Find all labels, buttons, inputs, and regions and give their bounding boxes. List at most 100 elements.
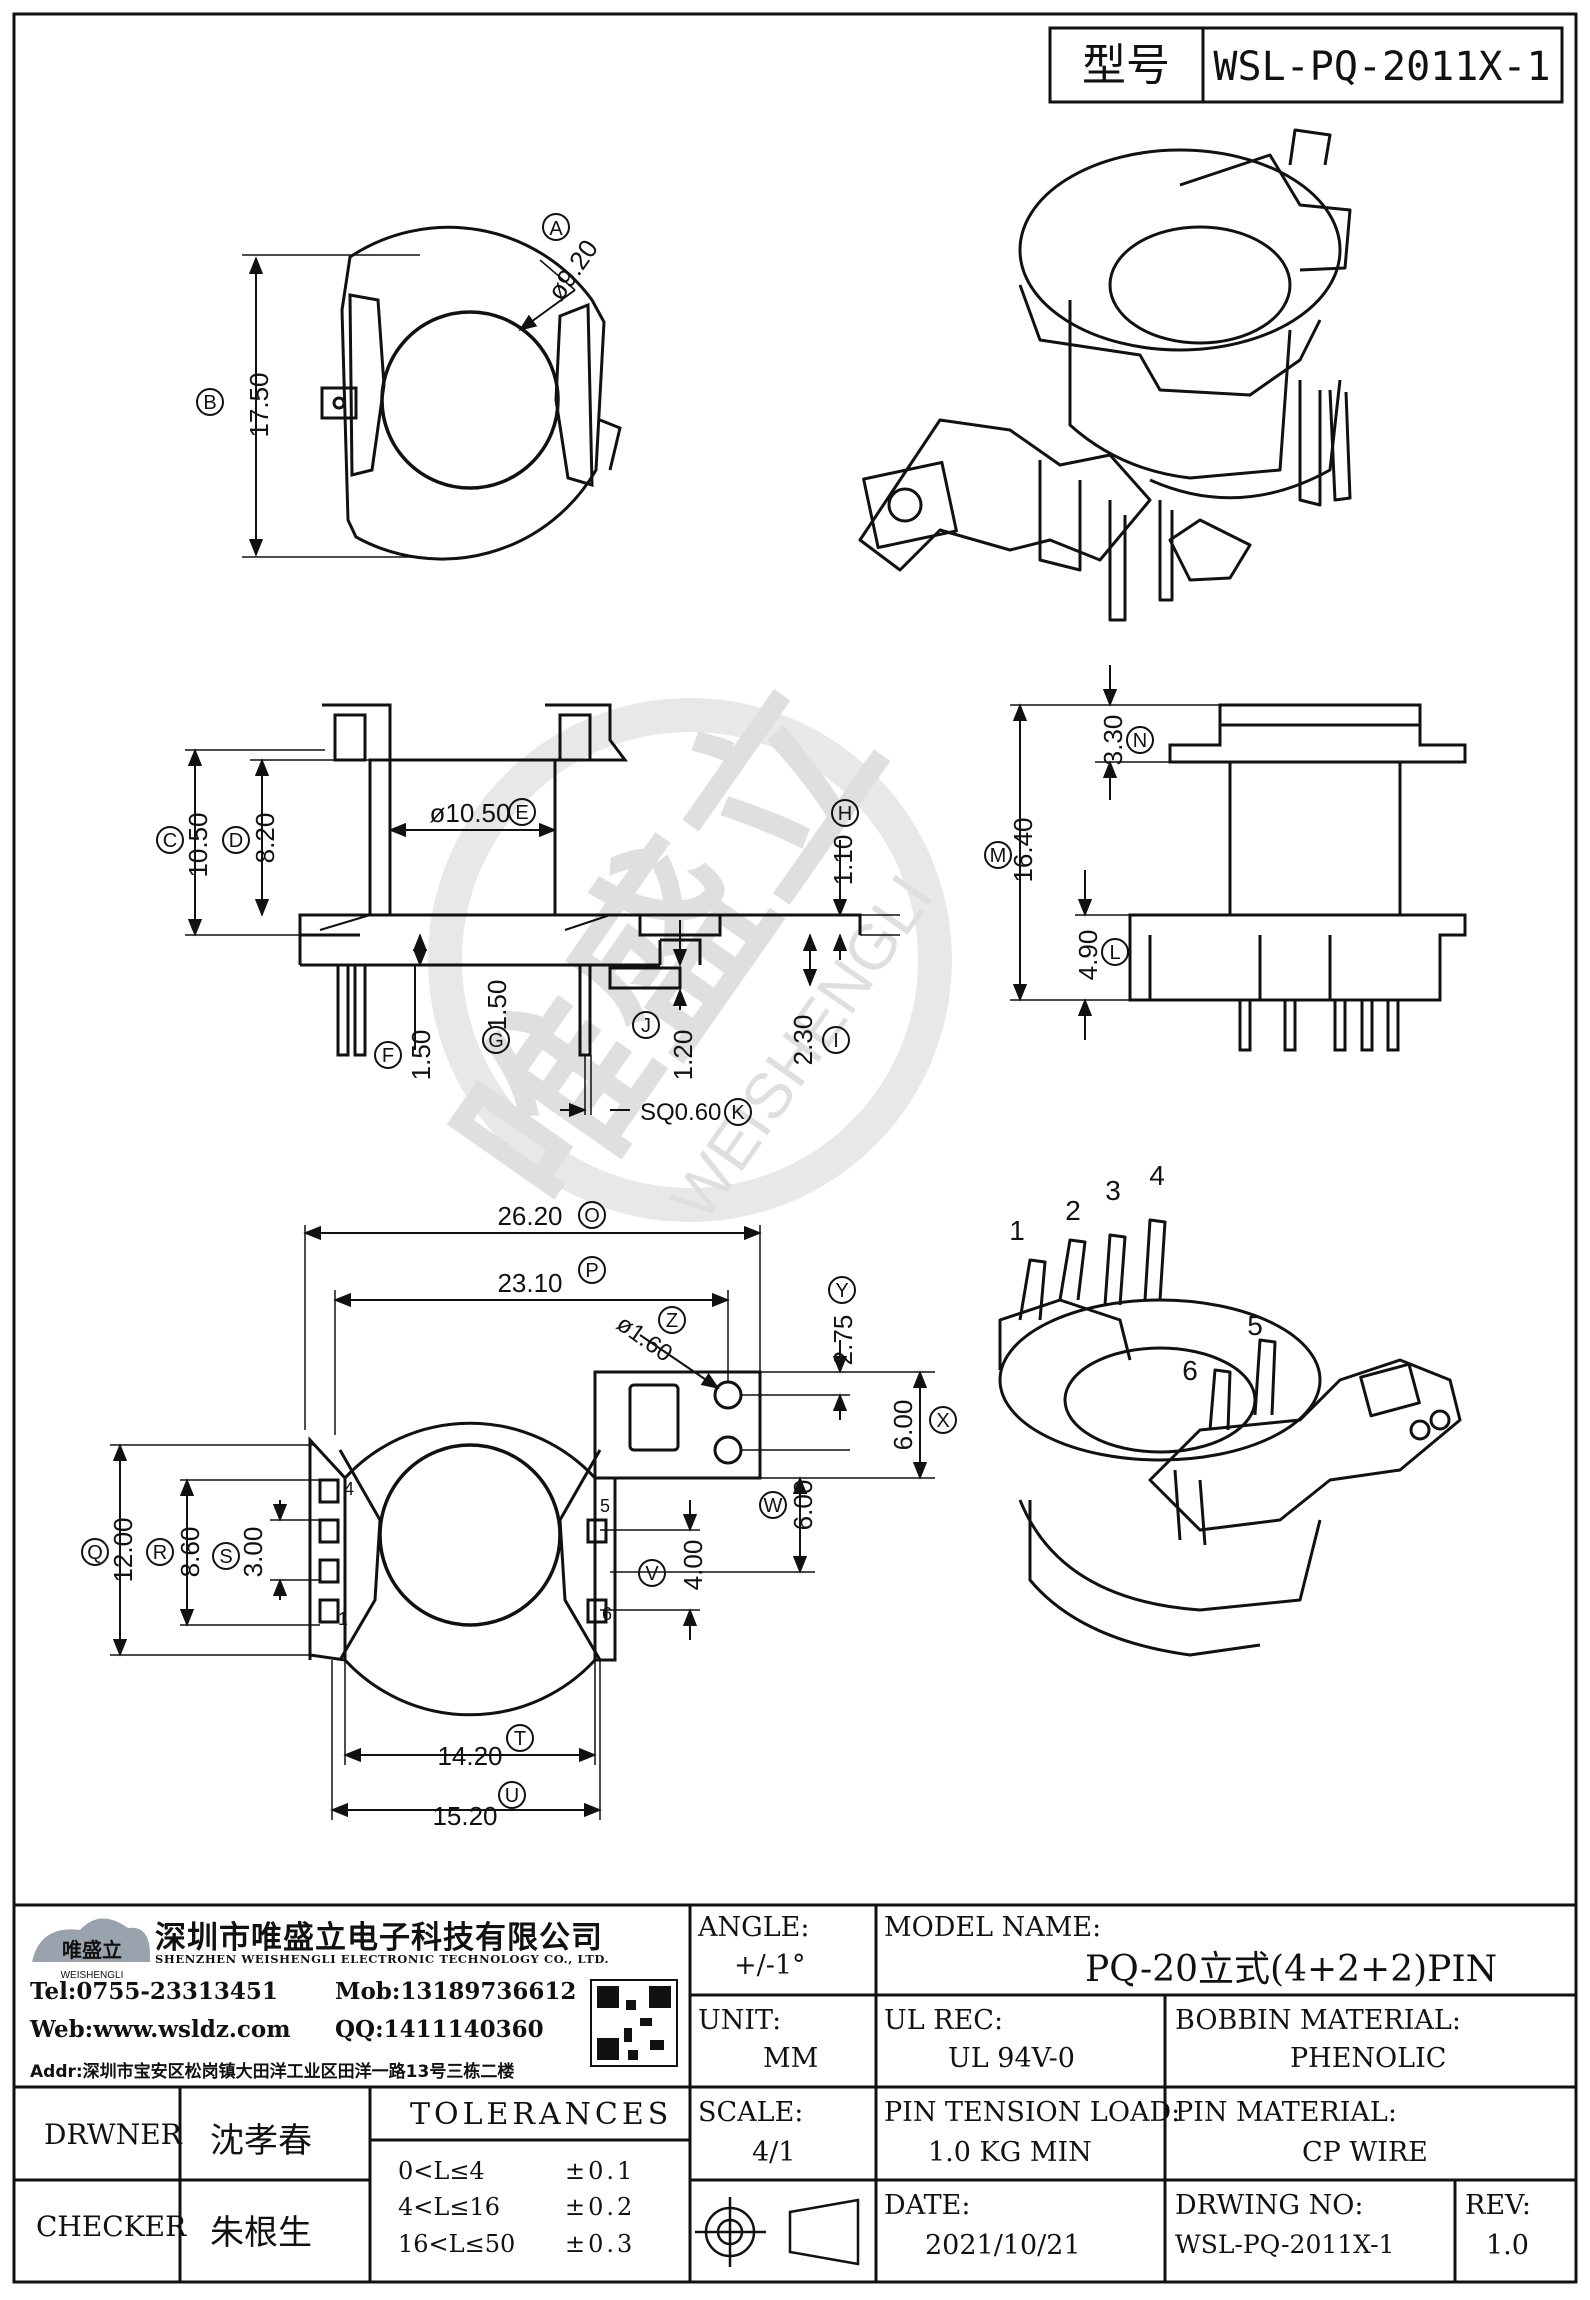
dim-circle-x: X [936,1410,949,1432]
tolerance-range-2: 4<L≤16 [398,2193,500,2221]
model-box-value: WSL-PQ-2011X-1 [1213,44,1550,90]
dim-circle-c: C [163,830,177,852]
svg-text:唯盛立: 唯盛立 [62,1938,122,1962]
dim-circle-t: T [514,1728,526,1750]
dim-circle-d: D [229,830,243,852]
iso-pin-numbers: 1 2 3 4 5 6 [1009,1160,1263,1386]
iso-pin-5: 5 [1247,1310,1263,1341]
projection-symbol [695,2197,860,2267]
rev-label: REV: [1465,2190,1531,2221]
tolerances-label: TOLERANCES [410,2097,673,2132]
dim-1-50-g: 1.50 [482,980,512,1031]
dim-circle-u: U [505,1785,519,1807]
tolerance-value-3: ±0.3 [565,2230,636,2258]
dim-circle-w: W [764,1495,783,1517]
dim-12-00: 12.00 [108,1517,138,1582]
dim-circle-l: L [1109,942,1120,964]
dim-6-00-x: 6.00 [888,1400,918,1451]
model-box: 型号 WSL-PQ-2011X-1 [1048,26,1564,104]
dim-circle-n: N [1133,730,1147,752]
company-name-cn: 深圳市唯盛立电子科技有限公司 [155,1920,603,1956]
dim-circle-r: R [153,1542,167,1564]
dim-circle-e: E [515,802,528,824]
model-name-label: MODEL NAME: [884,1912,1102,1943]
dim-1-20: 1.20 [668,1030,698,1081]
pin-label-5: 5 [600,1496,610,1516]
iso-view-top [858,128,1352,622]
company-mob: Mob:13189736612 [335,1978,577,2005]
dim-circle-i: I [833,1030,839,1052]
dim-circle-o: O [584,1205,600,1227]
dim-circle-s: S [219,1546,232,1568]
dim-14-20: 14.20 [437,1741,502,1771]
title-block-grid [14,1903,1576,2282]
company-qq: QQ:1411140360 [335,2016,544,2043]
dim-26-20: 26.20 [497,1201,562,1231]
dim-circle-z: Z [666,1310,678,1332]
dim-16-40: 16.40 [1008,817,1038,882]
dim-1-50-f: 1.50 [406,1030,436,1081]
iso-pin-6: 6 [1182,1355,1198,1386]
dim-8-20: 8.20 [250,813,280,864]
dim-circle-h: H [838,803,852,825]
dim-2-30: 2.30 [788,1015,818,1066]
pin-material-value: CP WIRE [1302,2137,1428,2168]
dim-2-75: 2.75 [828,1315,858,1366]
dim-circle-g: G [488,1030,504,1052]
ul-rec-label: UL REC: [884,2005,1004,2036]
company-tel: Tel:0755-23313451 [30,1978,278,2005]
unit-value: MM [763,2043,819,2074]
dim-circle-q: Q [87,1542,103,1564]
top-view-dims: ø9.20 A 17.50 B [196,213,604,438]
drawing-no-label: DRWING NO: [1175,2190,1364,2221]
dim-circle-k: K [731,1102,745,1124]
pin-tension-label: PIN TENSION LOAD: [884,2097,1181,2128]
dim-3-30: 3.30 [1098,715,1128,766]
iso-pin-4: 4 [1149,1160,1165,1191]
dim-circle-m: M [990,845,1007,867]
tolerance-value-2: ±0.2 [565,2193,636,2221]
company-address: Addr:深圳市宝安区松岗镇大田洋工业区田洋一路13号三栋二楼 [30,2062,515,2082]
date-label: DATE: [884,2190,971,2221]
dim-sq0-60: SQ0.60 [640,1099,721,1126]
drawing-no-value: WSL-PQ-2011X-1 [1175,2230,1395,2259]
bottom-view-dims: 26.20 O 23.10 P ø1.60 Z 2.75 Y 6.00 X 6.… [81,1201,957,1831]
svg-text:WEISHENGLI: WEISHENGLI [61,1970,124,1981]
dim-circle-a: A [549,218,563,240]
dim-23-10: 23.10 [497,1268,562,1298]
dim-15-20: 15.20 [432,1801,497,1831]
drawer-label: DRWNER [44,2118,182,2151]
unit-label: UNIT: [698,2005,782,2036]
top-view [242,225,622,561]
company-name-en: SHENZHEN WEISHENGLI ELECTRONIC TECHNOLOG… [155,1952,610,1966]
model-box-label: 型号 [1082,41,1170,90]
dim-3-00: 3.00 [238,1527,268,1578]
rev-value: 1.0 [1486,2230,1529,2261]
dim-circle-p: P [585,1260,598,1282]
iso-pin-1: 1 [1009,1215,1025,1246]
pin-label-4: 4 [344,1479,354,1499]
date-value: 2021/10/21 [925,2230,1081,2261]
iso-pin-3: 3 [1105,1175,1121,1206]
angle-label: ANGLE: [698,1912,810,1943]
iso-pin-2: 2 [1065,1195,1081,1226]
front-view [185,703,900,1118]
company-web: Web:www.wsldz.com [30,2016,291,2043]
dim-4-00: 4.00 [678,1540,708,1591]
dim-10-50-c: 10.50 [183,812,213,877]
dim-6-00-w: 6.00 [788,1480,818,1531]
dim-circle-b: B [203,392,216,414]
sheet-border [12,12,1578,2284]
side-view-dims: 3.30 N 16.40 M 4.90 L [984,715,1154,981]
bottom-view [110,1225,935,1820]
bobbin-material-value: PHENOLIC [1290,2043,1447,2074]
pin-tension-value: 1.0 KG MIN [928,2137,1092,2168]
pin-material-label: PIN MATERIAL: [1175,2097,1397,2128]
side-view [1010,665,1467,1052]
watermark: 唯盛立 WEISHENGLI [419,651,952,1240]
dim-4-90: 4.90 [1073,930,1103,981]
angle-value: +/-1° [734,1950,806,1981]
dim-circle-y: Y [835,1280,848,1302]
tolerance-value-1: ±0.1 [565,2157,636,2185]
